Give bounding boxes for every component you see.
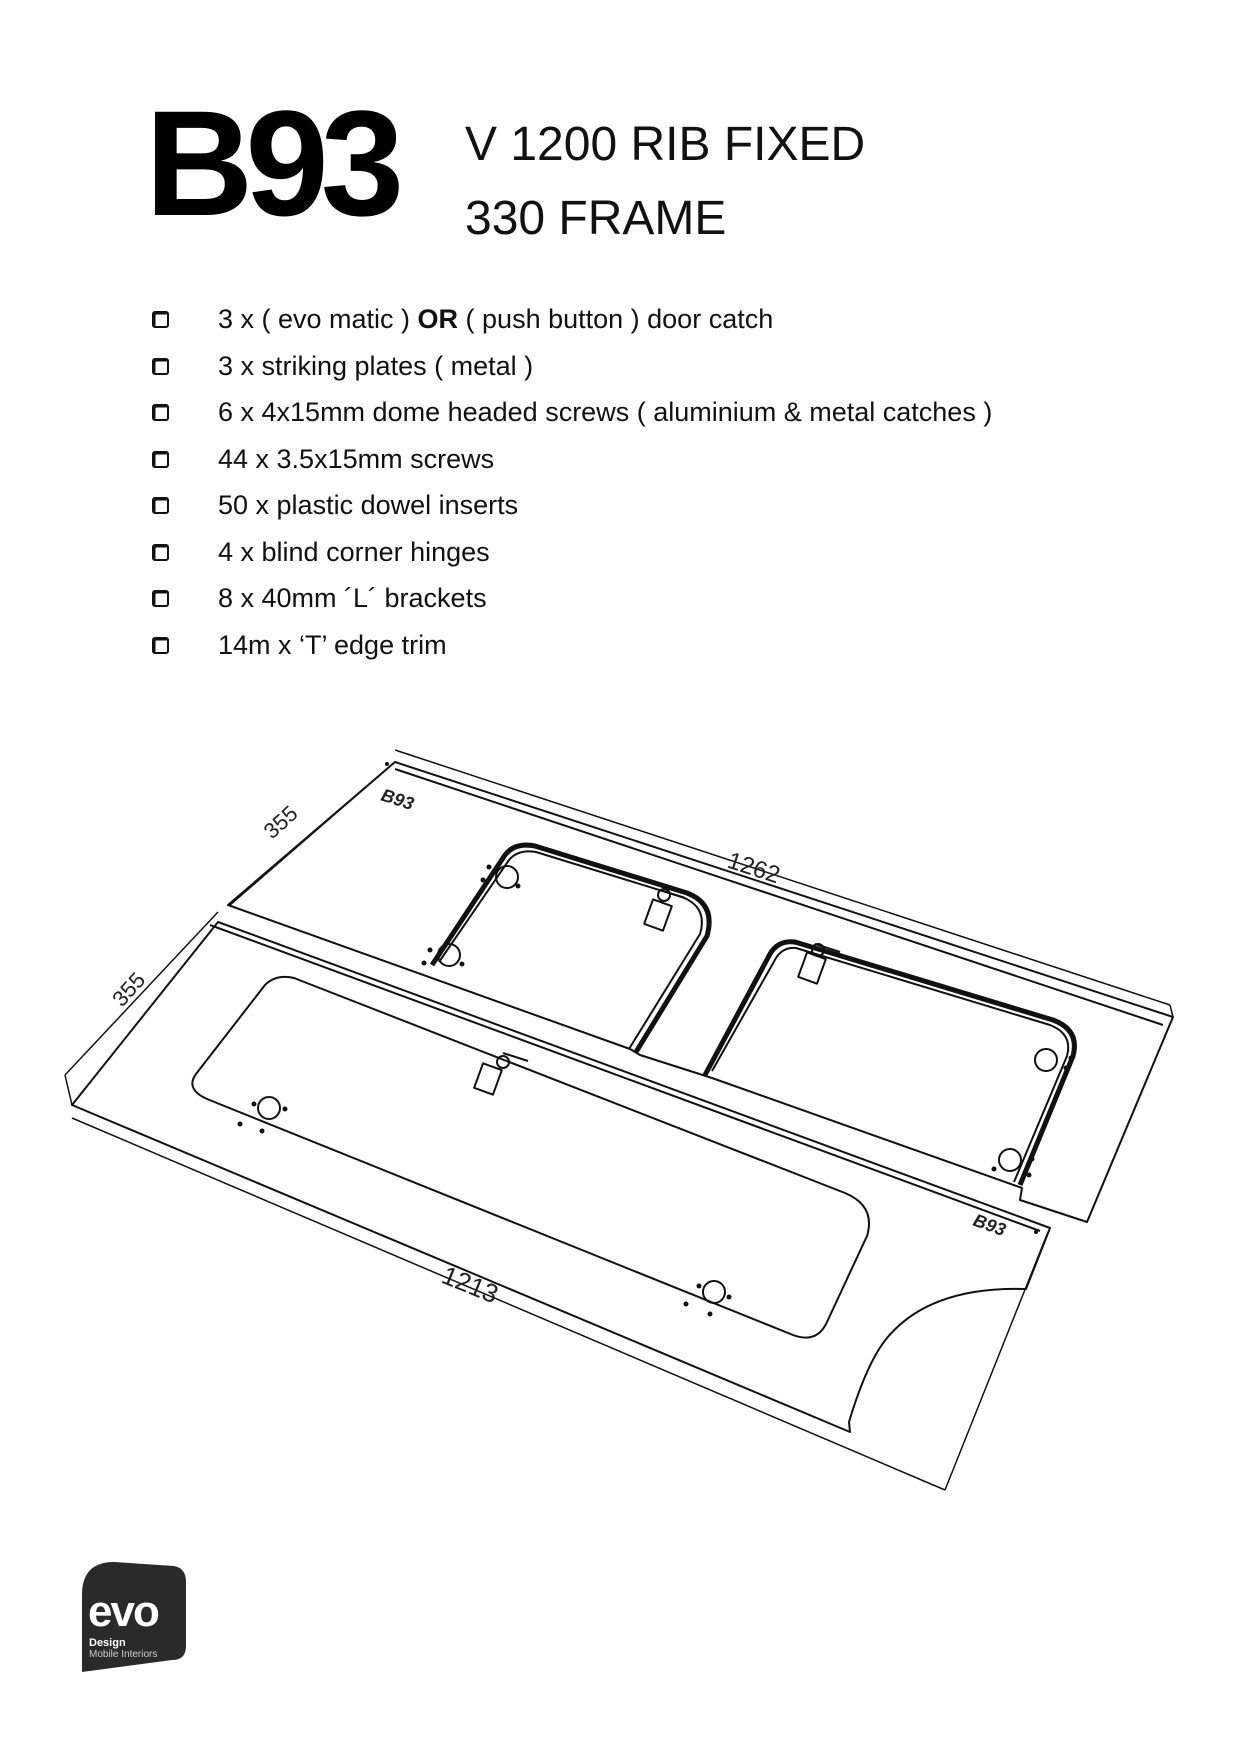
- bottom-panel-edge: [209, 924, 1041, 1232]
- dimension-lines: [64, 749, 1174, 1491]
- top-panel: [227, 761, 1174, 1223]
- parts-item-label: 14m x ‘T’ edge trim: [218, 629, 447, 660]
- checkbox-icon[interactable]: [152, 497, 169, 514]
- product-code: B93: [145, 79, 404, 247]
- hinge-cup: [257, 1096, 281, 1120]
- top-panel-edge: [394, 768, 1164, 1026]
- dim-bottom-length: 1213: [438, 1260, 503, 1309]
- hinge-cup: [998, 1148, 1022, 1172]
- panel-label-top: B93: [379, 785, 417, 814]
- drill-holes: [237, 762, 1074, 1317]
- checkbox-icon[interactable]: [152, 357, 169, 375]
- checkbox-icon[interactable]: [152, 404, 169, 421]
- hinge-cup: [1034, 1048, 1058, 1072]
- checkbox-icon[interactable]: [152, 543, 169, 561]
- bottom-panel: [71, 921, 1051, 1433]
- panel-label-bottom: B93: [971, 1210, 1009, 1240]
- dim-top-length: 1262: [724, 847, 783, 889]
- bottom-opening: [191, 975, 870, 1339]
- checkbox-icon[interactable]: [152, 450, 169, 468]
- catch-plate: [797, 943, 841, 985]
- checkbox-icon[interactable]: [152, 590, 169, 607]
- product-title: V 1200 RIB FIXED 330 FRAME: [465, 108, 865, 256]
- parts-item-label: 50 x plastic dowel inserts: [218, 490, 519, 520]
- evo-logo: evo Design Mobile Interiors: [82, 1560, 190, 1672]
- catch-plate: [643, 888, 686, 932]
- hinge-cup: [495, 865, 519, 889]
- parts-item-label: 3 x ( evo matic ) OR ( push button ) doo…: [218, 304, 774, 334]
- parts-item-label: 4 x blind corner hinges: [218, 536, 490, 567]
- logo-line-1: Design: [89, 1637, 126, 1649]
- dim-top-width: 355: [259, 801, 303, 844]
- dim-bottom-width: 355: [107, 967, 150, 1011]
- logo-word: evo: [88, 1587, 160, 1636]
- hinge-cup: [437, 943, 461, 967]
- top-opening-left: [429, 842, 712, 1054]
- title-line-1: V 1200 RIB FIXED: [465, 118, 866, 171]
- parts-item-label: 3 x striking plates ( metal ): [218, 350, 534, 381]
- checkbox-icon[interactable]: [152, 311, 169, 328]
- catch-plate: [473, 1052, 529, 1096]
- title-line-2: 330 FRAME: [465, 192, 727, 245]
- top-opening-right: [702, 939, 1077, 1186]
- parts-item-label: 6 x 4x15mm dome headed screws ( aluminiu…: [218, 397, 993, 427]
- parts-item-label: 8 x 40mm ´L´ brackets: [218, 583, 487, 613]
- logo-badge-shape: [82, 1562, 186, 1672]
- checkbox-icon[interactable]: [152, 636, 169, 654]
- parts-item-label: 44 x 3.5x15mm screws: [218, 443, 495, 474]
- logo-line-2: Mobile Interiors: [89, 1649, 158, 1660]
- hinge-cup: [702, 1280, 726, 1304]
